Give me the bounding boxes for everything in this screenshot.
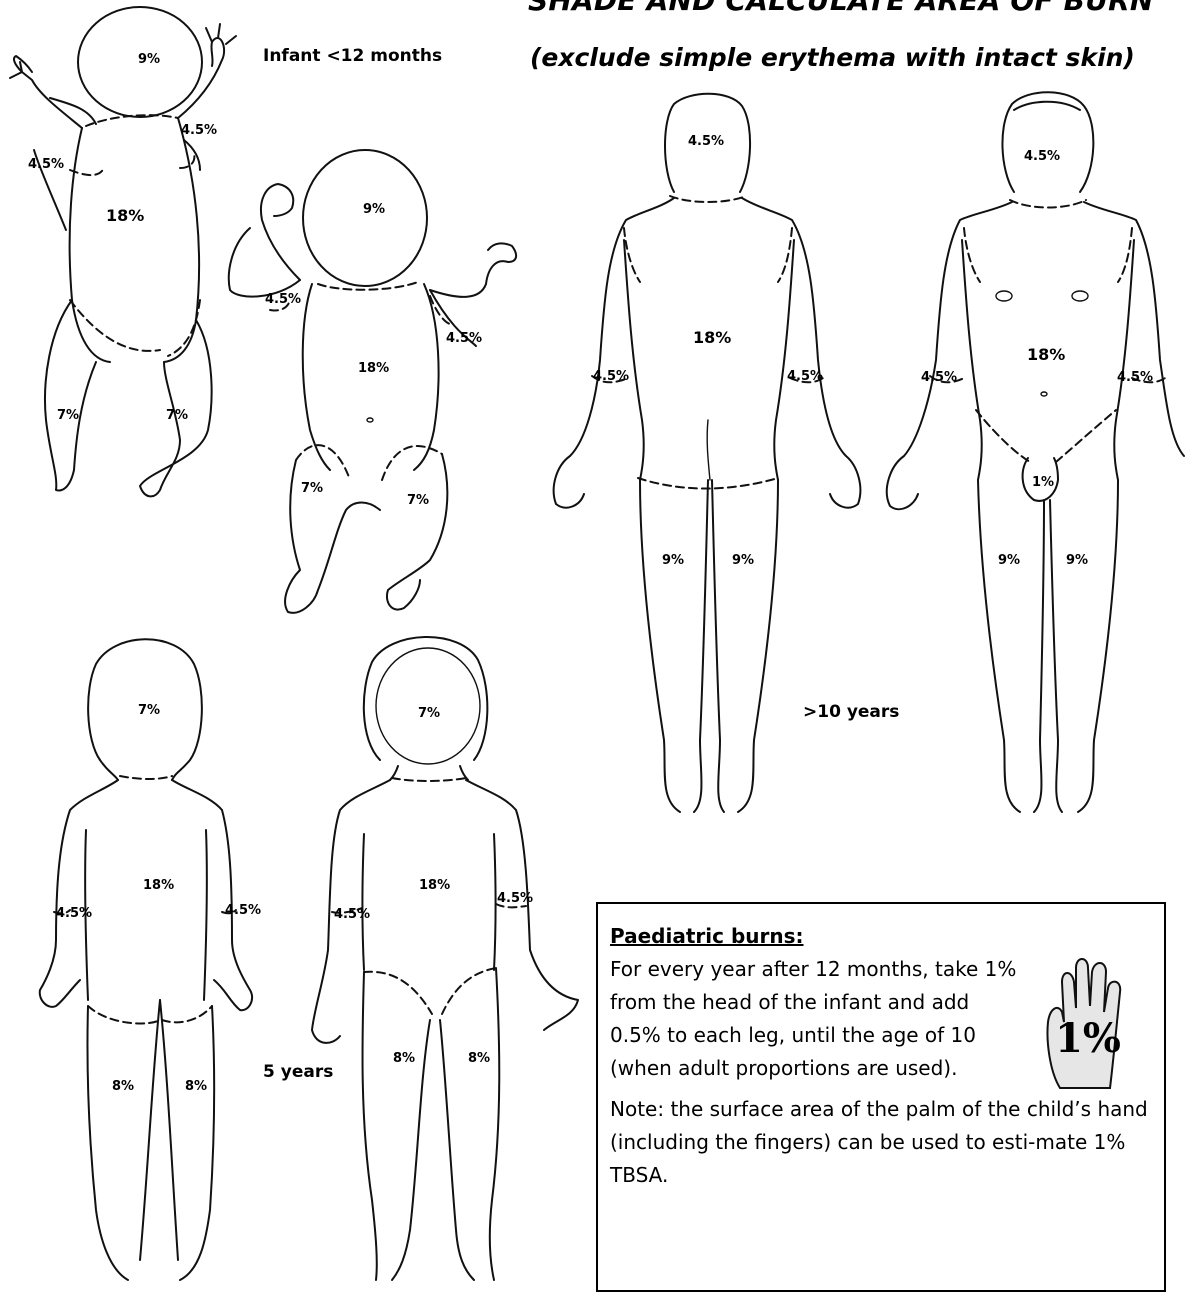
child-front-head-label: 7% bbox=[418, 706, 440, 721]
infant-front-figure: 9% 4.5% 4.5% 18% 7% 7% bbox=[229, 150, 516, 613]
infant-front-arm-left-label: 4.5% bbox=[265, 292, 301, 307]
child-back-figure: 7% 4.5% 4.5% 18% 8% 8% bbox=[40, 639, 261, 1280]
note-paragraph-palm: Note: the surface area of the palm of th… bbox=[610, 1093, 1154, 1192]
note-heading: Paediatric burns: bbox=[610, 920, 1154, 953]
adult-front-trunk-label: 18% bbox=[1027, 345, 1065, 364]
infant-front-trunk-label: 18% bbox=[358, 361, 389, 376]
adult-front-arm-left-label: 4.5% bbox=[921, 370, 957, 385]
infant-front-head-label: 9% bbox=[363, 202, 385, 217]
child-back-arm-left-label: 4.5% bbox=[56, 906, 92, 921]
adult-back-figure: 4.5% 4.5% 4.5% 18% 9% 9% bbox=[554, 94, 861, 812]
infant-back-leg-left-label: 7% bbox=[57, 408, 79, 423]
infant-back-head-label: 9% bbox=[138, 52, 160, 67]
infant-front-arm-right-label: 4.5% bbox=[446, 331, 482, 346]
adult-back-head-label: 4.5% bbox=[688, 134, 724, 149]
adult-back-arm-right-label: 4.5% bbox=[787, 369, 823, 384]
adult-front-leg-right-label: 9% bbox=[1066, 553, 1088, 568]
child-back-arm-right-label: 4.5% bbox=[225, 903, 261, 918]
infant-back-trunk-label: 18% bbox=[106, 206, 144, 225]
adult-back-arm-left-label: 4.5% bbox=[593, 369, 629, 384]
adult-back-leg-left-label: 9% bbox=[662, 553, 684, 568]
child-back-leg-right-label: 8% bbox=[185, 1079, 207, 1094]
note-paragraph: For every year after 12 months, take 1% … bbox=[610, 953, 1018, 1085]
infant-back-leg-right-label: 7% bbox=[166, 408, 188, 423]
palm-percent-label: 1% bbox=[1055, 1015, 1121, 1062]
hand-palm-icon: 1% bbox=[1040, 952, 1136, 1092]
adult-front-genital-label: 1% bbox=[1032, 475, 1054, 490]
infant-front-leg-left-label: 7% bbox=[301, 481, 323, 496]
infant-back-figure: 9% 4.5% 4.5% 18% 7% 7% bbox=[10, 7, 236, 496]
infant-back-arm-left-label: 4.5% bbox=[28, 157, 64, 172]
child-front-leg-left-label: 8% bbox=[393, 1051, 415, 1066]
adult-front-head-label: 4.5% bbox=[1024, 149, 1060, 164]
child-back-leg-left-label: 8% bbox=[112, 1079, 134, 1094]
adult-back-trunk-label: 18% bbox=[693, 328, 731, 347]
adult-front-leg-left-label: 9% bbox=[998, 553, 1020, 568]
child-front-trunk-label: 18% bbox=[419, 878, 450, 893]
child-front-figure: 7% 4.5% 4.5% 18% 8% 8% bbox=[312, 637, 578, 1280]
infant-front-leg-right-label: 7% bbox=[407, 493, 429, 508]
child-back-head-label: 7% bbox=[138, 703, 160, 718]
adult-front-arm-right-label: 4.5% bbox=[1117, 370, 1153, 385]
adult-back-leg-right-label: 9% bbox=[732, 553, 754, 568]
child-front-leg-right-label: 8% bbox=[468, 1051, 490, 1066]
child-front-arm-right-label: 4.5% bbox=[497, 891, 533, 906]
infant-back-arm-right-label: 4.5% bbox=[181, 123, 217, 138]
adult-front-figure: 4.5% 4.5% 4.5% 18% 1% 9% 9% bbox=[887, 92, 1184, 812]
child-front-arm-left-label: 4.5% bbox=[334, 907, 370, 922]
child-back-trunk-label: 18% bbox=[143, 878, 174, 893]
